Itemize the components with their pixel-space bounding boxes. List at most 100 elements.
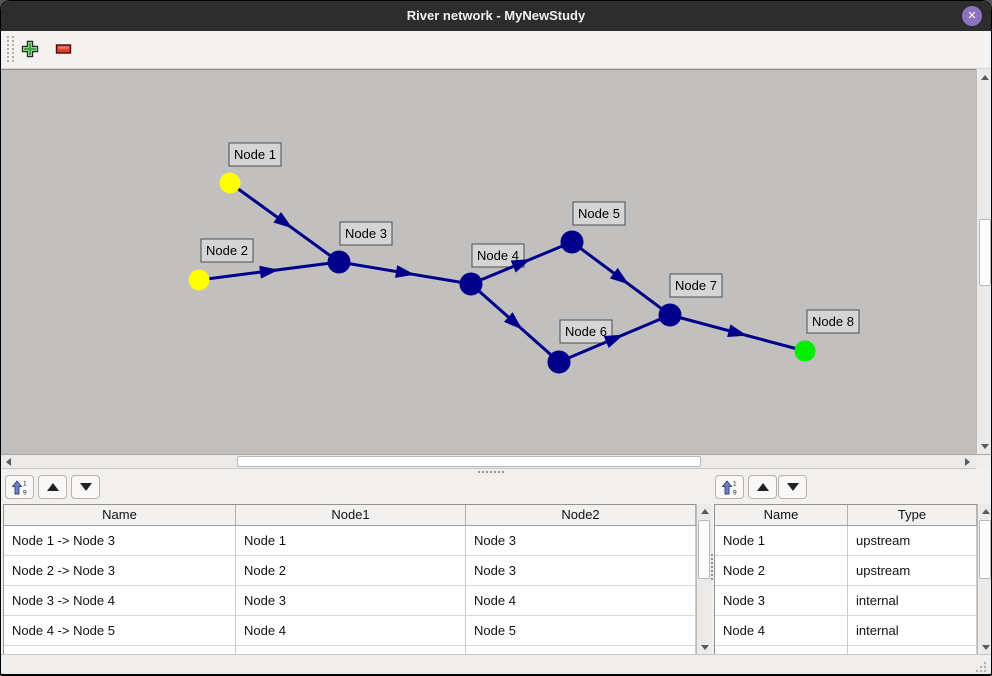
canvas-vertical-scrollbar[interactable] [976,69,991,454]
table-cell[interactable] [715,646,848,654]
links-sort-button[interactable]: 1 9 [5,475,34,499]
table-cell[interactable]: Node 3 -> Node 4 [4,586,236,616]
column-header[interactable]: Node1 [236,505,466,525]
node-label-box[interactable] [200,238,254,263]
node-label-box[interactable] [339,221,393,246]
network-node-n3[interactable] [327,250,351,274]
resize-grip[interactable] [974,660,988,674]
table-cell[interactable]: Node 1 -> Node 3 [4,526,236,556]
column-header[interactable]: Type [848,505,977,525]
table-cell[interactable]: upstream [848,526,977,556]
svg-text:1: 1 [23,480,27,487]
network-node-n8[interactable] [794,340,816,362]
nodes-table-scrollbar[interactable] [977,504,991,654]
scrollbar-thumb[interactable] [979,219,991,286]
scroll-right-button[interactable] [962,455,972,468]
table-cell[interactable]: Node 2 [715,556,848,586]
column-header[interactable]: Name [4,505,236,525]
table-row[interactable] [4,646,696,654]
table-cell[interactable]: Node 2 -> Node 3 [4,556,236,586]
nodes-sort-button[interactable]: 1 9 [715,475,744,499]
scrollbar-thumb[interactable] [237,456,701,467]
column-header[interactable]: Name [715,505,848,525]
node-label-box[interactable] [559,319,613,344]
edge-arrow-icon [727,324,748,337]
scroll-down-button[interactable] [697,641,712,653]
remove-button[interactable] [51,35,77,63]
table-cell[interactable] [4,646,236,654]
node-label-box[interactable] [669,273,723,298]
table-cell[interactable]: Node 3 [466,526,696,556]
table-cell[interactable] [466,646,696,654]
network-node-n6[interactable] [547,350,571,374]
scroll-down-icon [700,644,709,650]
scroll-down-button[interactable] [977,440,991,452]
table-cell[interactable]: Node 1 [715,526,848,556]
close-button[interactable]: ✕ [962,6,982,26]
table-cell[interactable] [848,646,977,654]
vertical-splitter-grip[interactable] [711,554,715,580]
node-label: Node 4 [477,248,519,263]
table-cell[interactable]: internal [848,616,977,646]
network-node-n1[interactable] [219,172,241,194]
add-button[interactable] [17,35,43,63]
scroll-up-button[interactable] [978,505,991,517]
table-cell[interactable]: Node 4 -> Node 5 [4,616,236,646]
table-cell[interactable] [236,646,466,654]
links-table-scrollbar[interactable] [696,504,712,654]
scroll-left-icon [5,457,11,466]
table-cell[interactable]: Node 1 [236,526,466,556]
edge-arrow-icon [273,211,293,229]
node-label-box[interactable] [228,142,282,167]
table-cell[interactable]: Node 2 [236,556,466,586]
table-cell[interactable]: Node 5 [466,616,696,646]
network-node-n2[interactable] [188,269,210,291]
canvas-horizontal-scrollbar[interactable] [1,454,976,469]
nodes-move-up-button[interactable] [748,475,777,499]
node-label-box[interactable] [806,309,860,334]
table-cell[interactable]: Node 4 [466,586,696,616]
node-label: Node 5 [578,206,620,221]
table-cell[interactable]: Node 4 [236,616,466,646]
table-cell[interactable]: Node 3 [715,586,848,616]
edge-arrow-icon [259,265,279,279]
table-row[interactable] [715,646,977,654]
network-node-n7[interactable] [658,303,682,327]
table-cell[interactable]: Node 3 [466,556,696,586]
scroll-up-button[interactable] [977,71,991,83]
close-icon: ✕ [967,10,977,22]
nodes-move-down-button[interactable] [778,475,807,499]
main-toolbar [1,31,991,69]
table-cell[interactable]: internal [848,586,977,616]
scroll-left-button[interactable] [3,455,13,468]
table-cell[interactable]: Node 3 [236,586,466,616]
network-node-n4[interactable] [459,272,483,296]
node-label-box[interactable] [471,243,525,268]
scroll-up-button[interactable] [697,505,712,517]
title-bar[interactable]: River network - MyNewStudy ✕ [1,1,991,31]
column-header[interactable]: Node2 [466,505,696,525]
links-move-up-button[interactable] [38,475,67,499]
table-cell[interactable]: upstream [848,556,977,586]
node-label: Node 7 [675,278,717,293]
table-cell[interactable]: Node 4 [715,616,848,646]
network-node-n5[interactable] [560,230,584,254]
node-label-box[interactable] [572,201,626,226]
links-move-down-button[interactable] [71,475,100,499]
scroll-down-button[interactable] [978,641,991,653]
scrollbar-thumb[interactable] [698,520,710,579]
horizontal-splitter-grip[interactable] [478,471,504,475]
scrollbar-thumb[interactable] [979,520,991,579]
toolbar-drag-handle[interactable] [7,36,14,62]
svg-text:1: 1 [733,480,737,487]
